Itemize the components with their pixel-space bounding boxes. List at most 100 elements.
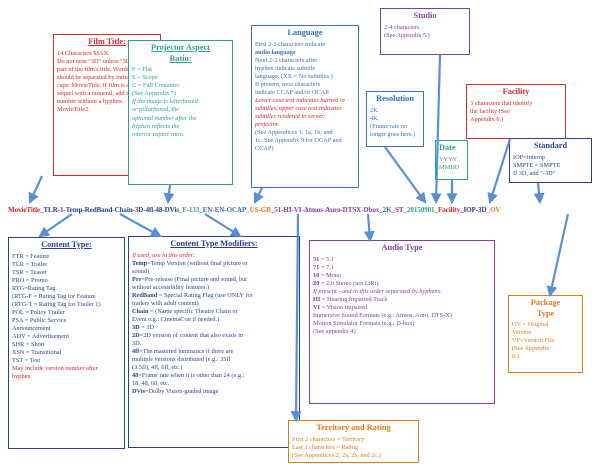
modifier-desc-cont: multiple versions distributed (e.g.: 35f… <box>132 356 231 364</box>
resolution-line: longer goes here.) <box>370 130 416 138</box>
audio-item: 51 = 5.1 <box>313 256 491 264</box>
audio-key: 20 <box>313 279 320 287</box>
modifier-desc: = Special Rating Flag (use ONLY for <box>157 291 253 299</box>
modifier-item: 2D=2D version of content that also exist… <box>132 332 296 340</box>
modifier-desc: =Pre-release (Final picture and sound, b… <box>141 275 247 283</box>
modifier-key: 4fl <box>132 348 139 356</box>
audio-intro: If present - and in this order separated… <box>313 287 443 295</box>
resolution-line: (Frame rate no <box>370 122 408 130</box>
date-line: MMDD <box>439 163 460 171</box>
language-note: subtitles rendered in server/ <box>255 113 326 121</box>
modifier-item: 3D = 3D <box>132 324 296 332</box>
title-segment: _20150901 <box>403 206 435 214</box>
audio-item: 10 = Mono <box>313 272 491 280</box>
package-line: Version <box>512 329 532 337</box>
audio-item: VI = Vision Impaired <box>313 304 491 312</box>
content-type-line: ADV = Advertisement <box>12 333 69 341</box>
modifier-item: RedBand = Special Rating Flag (use ONLY … <box>132 292 296 300</box>
language-heading: Language <box>287 28 323 37</box>
modifier-desc: =Frame rate when it is other than 24 (e.… <box>138 372 245 380</box>
resolution-box: Resolution 2K 4K (Frame rate no longer g… <box>366 91 424 147</box>
studio-heading: Studio <box>413 11 437 20</box>
package-heading: Package Type <box>512 298 579 319</box>
film-title-line: MovieTitle2. <box>57 105 90 113</box>
projector-heading-1: Projector Aspect <box>151 43 210 52</box>
modifier-item: 4fl=The mastered luminance if there are <box>132 348 296 356</box>
content-type-line: POL = Policy Trailer <box>12 308 65 316</box>
audio-heading: Audio Type <box>381 243 423 252</box>
arrow-projector <box>163 184 175 205</box>
modifier-key: 3D <box>132 324 140 332</box>
arrow-facility <box>487 138 512 205</box>
content-type-line: XSN = Transitional <box>12 349 62 357</box>
package-heading-2: Type <box>536 308 555 318</box>
modifier-item: Pre=Pre-release (Final picture and sound… <box>132 276 296 284</box>
facility-box: Facility 3 characters that identify the … <box>466 84 566 139</box>
content-type-box: Content Type: FTR = Feature TLR = Traile… <box>8 237 125 449</box>
facility-line: the facility (See <box>470 107 510 115</box>
territory-heading: Territory and Rating <box>316 423 391 432</box>
date-box: Date YYYY MMDD <box>435 140 468 180</box>
language-appendix: (See Appendices 1, 1a, 1b, and <box>255 129 333 137</box>
content-type-line: TSR = Teaser <box>12 268 47 276</box>
language-appendix: CCAP) <box>255 145 274 153</box>
projector-note: interior aspect ratio. <box>132 130 185 138</box>
title-segment: _Facility <box>434 206 461 214</box>
language-line: indicate CCAP and/or OCAP. <box>255 88 330 96</box>
projector-item: F = Flat <box>132 66 152 74</box>
title-segment: _2K <box>379 206 392 214</box>
studio-box: Studio 2-4 characters (See Appendix 5.) <box>380 8 470 55</box>
audio-desc: = 2.0 Stereo (not LtRt) <box>319 279 379 287</box>
projector-note: If the image is letterboxed <box>132 98 198 106</box>
modifiers-intro: If used, use in this order: <box>132 251 196 259</box>
facility-heading: Facility <box>502 87 530 96</box>
modifier-desc-cont: trailers with adult content) <box>132 299 199 307</box>
modifier-item: Chain = (Name specific Theatre Chain or <box>132 308 296 316</box>
modifier-item: Temp=Temp Version (without final picture… <box>132 260 296 268</box>
resolution-heading: Resolution <box>376 94 414 103</box>
film-title-line: Do not note "3D" unless "3D" is <box>57 57 139 65</box>
territory-line: First 2 characters = Territory <box>292 435 365 443</box>
standard-line: If 3D, add "-3D" <box>513 169 556 177</box>
language-box: Language First 2-3 characters indicate a… <box>251 25 359 188</box>
title-segment: _TLR-1-Temp-RedBand-Chain-3D-4fl-48-DVis <box>39 206 179 214</box>
content-type-heading: Content Type: <box>41 240 92 249</box>
language-appendix: 1c. See Appendix 9 for OCAP and <box>255 137 342 145</box>
title-segment: _ST <box>391 206 404 214</box>
audio-key: VI <box>313 303 320 311</box>
content-modifiers-box: Content Type Modifiers: If used, use in … <box>128 236 300 448</box>
arrow-audio <box>363 213 375 243</box>
projector-heading-2: Ratio: <box>169 53 192 63</box>
title-segment: _US-GB <box>246 206 271 214</box>
arrow-film-title <box>28 175 43 204</box>
audio-item: 71 = 7.1 <box>313 264 491 272</box>
audio-motion: Motion Simulator Formats (e.g.: D-box) <box>313 319 415 327</box>
date-line: YYYY <box>439 155 458 163</box>
language-line: audio language <box>255 48 296 56</box>
modifier-key: 48 <box>132 372 139 380</box>
modifier-item: DVis=Dolby Vision-graded image <box>132 388 296 396</box>
language-line: Next 2-3 characters after <box>255 56 318 64</box>
modifier-desc: = (Name specific Theatre Chain or <box>148 307 238 315</box>
modifier-key: Pre <box>132 275 142 283</box>
content-modifiers-heading: Content Type Modifiers: <box>170 239 258 248</box>
studio-line: 2-4 characters <box>384 23 420 31</box>
audio-appendix: (See appendix 4) <box>313 328 356 336</box>
language-note: subtitles, upper case text indicates <box>255 104 342 112</box>
film-title-line: part of the film's title. Words <box>57 65 130 73</box>
standard-line: IOP=Interop <box>513 153 545 161</box>
audio-key: 71 <box>313 263 320 271</box>
title-segment: MovieTitle <box>8 206 40 214</box>
content-type-line: PRO = Promo <box>12 276 48 284</box>
arrow-package <box>546 213 570 298</box>
audio-desc: = Vision Impaired <box>320 303 368 311</box>
audio-key: 51 <box>313 255 320 263</box>
territory-line: (See Appendices 2, 2a, 2b, and 2c.) <box>292 451 381 459</box>
arrow-content-type <box>38 213 73 238</box>
modifier-desc-cont: sound) <box>132 267 150 275</box>
audio-key: 10 <box>313 271 320 279</box>
title-segment: _EN-EN-OCAP <box>199 206 247 214</box>
projector-note: optional number after the <box>132 114 197 122</box>
modifier-item: 48=Frame rate when it is other than 24 (… <box>132 372 296 380</box>
modifier-key: DVis <box>132 388 146 396</box>
